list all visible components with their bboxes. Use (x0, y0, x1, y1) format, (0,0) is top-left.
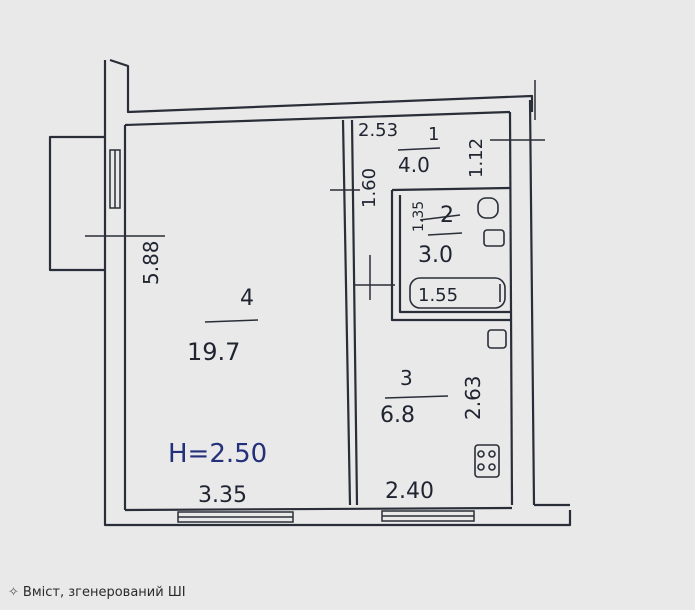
balcony (48, 135, 121, 272)
partition-walls (85, 119, 512, 506)
room-4: 4 19.7 (187, 286, 259, 366)
room-3-area: 6.8 (380, 403, 415, 428)
hall-depth: 1.12 (466, 138, 487, 178)
left-room-width: 3.35 (198, 483, 247, 508)
sparkle-icon: ✧ (8, 585, 19, 600)
hall-width: 2.53 (358, 120, 398, 141)
stove (474, 444, 500, 478)
toilet (477, 197, 499, 219)
outer-walls (103, 58, 572, 527)
ai-watermark: ✧ Вміст, згенерований ШІ (8, 585, 186, 600)
room-3-number: 3 (400, 366, 413, 390)
watermark-text: Вміст, згенерований ШІ (22, 585, 186, 600)
dimension-labels: 3.35 2.40 2.53 5.88 2.63 1.12 1.60 1.55 … (139, 120, 487, 508)
windows (177, 510, 475, 523)
right-room-width: 2.40 (385, 479, 434, 504)
room-2-area: 3.0 (418, 243, 453, 268)
kitchen-sink (487, 329, 507, 349)
room-2-number: 2 (440, 203, 454, 228)
room-1: 1 4.0 (397, 124, 441, 177)
room-3: 3 6.8 (380, 366, 449, 428)
room-4-area: 19.7 (187, 338, 240, 366)
room-1-number: 1 (428, 124, 439, 145)
bathtub (409, 277, 506, 309)
right-room-length: 2.63 (461, 375, 485, 420)
room-1-area: 4.0 (398, 153, 430, 177)
corridor-length: 1.60 (359, 168, 380, 208)
sink (483, 229, 505, 247)
room-2: 2 3.0 (418, 203, 463, 268)
fixtures (409, 197, 507, 478)
room-4-number: 4 (240, 286, 254, 311)
bath-width: 1.35 (411, 201, 427, 232)
bath-length: 1.55 (418, 285, 458, 306)
left-room-length: 5.88 (139, 240, 163, 285)
ceiling-height: H=2.50 (168, 439, 267, 469)
